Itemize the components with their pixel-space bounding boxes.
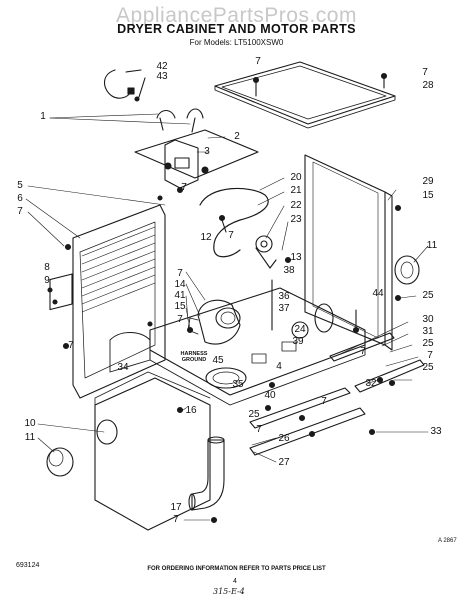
callout-27: 27 [278,457,290,468]
callout-26: 26 [278,433,290,444]
callout-1: 1 [40,111,46,122]
idler-pulley [255,235,277,269]
callout-3: 3 [204,146,210,157]
callout-4: 4 [276,361,282,372]
front-panel [94,371,211,531]
callout-17: 17 [170,502,182,513]
motor-bracket [134,108,259,189]
callout-16: 16 [185,405,197,416]
handwritten-note: 315-E-4 [213,587,245,596]
callout-7: 7 [181,182,187,193]
callout-6: 6 [17,193,23,204]
callout-7: 7 [177,314,183,325]
callout-5: 5 [17,180,23,191]
cabinet-base [149,279,366,406]
top-panel [214,61,396,129]
callout-45: 45 [212,355,224,366]
callout-25: 25 [248,409,260,420]
callout-29: 29 [422,176,434,187]
ordering-footer: FOR ORDERING INFORMATION REFER TO PARTS … [147,566,326,572]
callout-30: 30 [422,314,434,325]
callout-36: 36 [278,291,290,302]
callout-11: 11 [24,432,36,443]
callout-8: 8 [44,262,50,273]
callout-7: 7 [255,56,261,67]
callout-25: 25 [422,338,434,349]
callout-39: 39 [292,336,304,347]
watermark: AppliancePartsPros.com [116,4,357,27]
callout-12: 12 [200,232,212,243]
harness-ground-label: HARNESS GROUND [180,351,208,363]
callout-32: 32 [365,378,377,389]
callout-35: 35 [232,379,244,390]
diagram-title: DRYER CABINET AND MOTOR PARTS [117,22,356,36]
callout-7: 7 [256,424,262,435]
callout-11: 11 [426,240,438,251]
document-number: 693124 [16,562,40,569]
callout-15: 15 [422,190,434,201]
models-line: For Models: LT5100XSW0 [189,38,284,47]
callout-42: 42 [156,61,168,72]
callout-38: 38 [283,265,295,276]
callout-44: 44 [372,288,384,299]
callout-7: 7 [177,268,183,279]
callout-40: 40 [264,390,276,401]
callout-21: 21 [290,185,302,196]
page-number: 4 [233,578,237,585]
reference-code: A 2867 [438,538,457,544]
callout-41: 41 [174,290,186,301]
drive-belt [199,187,269,258]
callout-37: 37 [278,303,290,314]
callout-20: 20 [290,172,302,183]
screws [47,72,402,524]
power-cord [103,69,146,102]
callout-33: 33 [430,426,442,437]
callout-7: 7 [68,340,74,351]
callout-25: 25 [422,362,434,373]
callout-28: 28 [422,80,434,91]
callout-7: 7 [360,346,366,357]
callout-7: 7 [173,514,179,525]
callout-7: 7 [321,396,327,407]
callout-23: 23 [290,214,302,225]
rear-panel [49,204,166,399]
callout-14: 14 [174,279,186,290]
callout-22: 22 [290,200,302,211]
callout-13: 13 [290,252,302,263]
callout-31: 31 [422,326,434,337]
callout-15: 15 [174,301,186,312]
exhaust-elbow [188,436,225,511]
callout-7: 7 [422,67,428,78]
right-side-panel [304,154,393,351]
callout-7: 7 [427,350,433,361]
leader-lines [25,113,429,521]
callout-2: 2 [234,131,240,142]
blower-housing [187,299,241,345]
callout-25: 25 [422,290,434,301]
callout-43: 43 [156,71,168,82]
front-cap [46,447,74,477]
base-rails [249,332,425,456]
callout-34: 34 [117,362,129,373]
callout-10: 10 [24,418,36,429]
side-vent [394,255,420,285]
callout-7: 7 [228,230,234,241]
callout-7: 7 [17,206,23,217]
callout-9: 9 [44,275,50,286]
callout-24: 24 [294,324,306,335]
